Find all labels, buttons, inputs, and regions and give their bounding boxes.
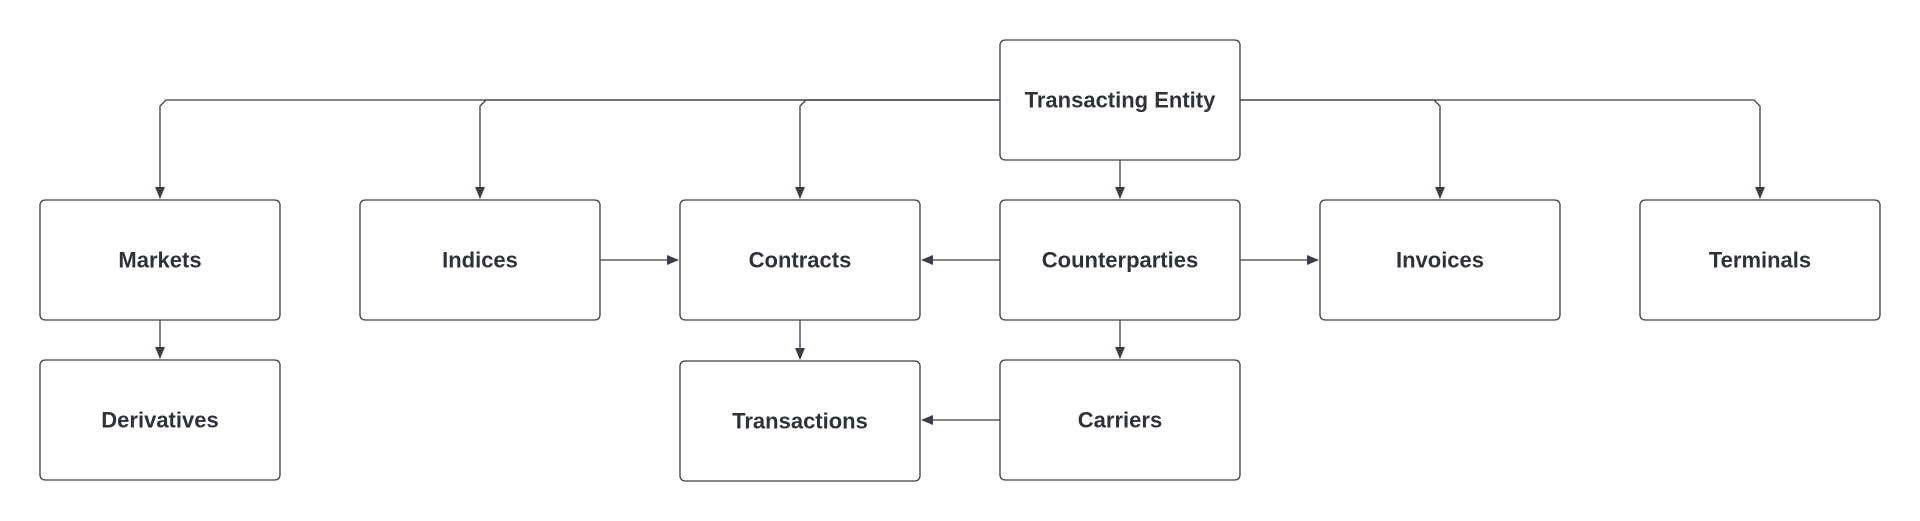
- node-box-derivatives: [39, 359, 281, 481]
- node-label-invoices: Invoices: [1396, 248, 1484, 273]
- node-invoices[interactable]: Invoices: [1319, 199, 1561, 321]
- node-label-transactions: Transactions: [732, 409, 868, 434]
- node-box-invoices: [1319, 199, 1561, 321]
- arrow-transacting-entity-to-invoices: [1240, 99, 1445, 199]
- node-carriers[interactable]: Carriers: [999, 359, 1241, 481]
- node-label-terminals: Terminals: [1709, 248, 1811, 273]
- node-box-transactions: [679, 360, 921, 482]
- node-markets[interactable]: Markets: [39, 199, 281, 321]
- edges: [155, 99, 1765, 425]
- node-label-derivatives: Derivatives: [101, 408, 218, 433]
- node-counterparties[interactable]: Counterparties: [999, 199, 1241, 321]
- node-box-carriers: [999, 359, 1241, 481]
- arrow-transacting-entity-to-contracts: [795, 99, 1000, 199]
- node-box-counterparties: [999, 199, 1241, 321]
- node-label-transacting-entity: Transacting Entity: [1025, 88, 1216, 113]
- node-contracts[interactable]: Contracts: [679, 199, 921, 321]
- arrow-transacting-entity-to-indices: [475, 99, 1000, 199]
- node-label-counterparties: Counterparties: [1042, 248, 1198, 273]
- arrow-transacting-entity-to-terminals: [1240, 99, 1765, 199]
- node-label-markets: Markets: [118, 248, 201, 273]
- node-indices[interactable]: Indices: [359, 199, 601, 321]
- node-box-terminals: [1639, 199, 1881, 321]
- node-label-indices: Indices: [442, 248, 518, 273]
- node-transactions[interactable]: Transactions: [679, 360, 921, 482]
- node-box-indices: [359, 199, 601, 321]
- node-label-contracts: Contracts: [749, 248, 852, 273]
- node-box-transacting-entity: [999, 39, 1241, 161]
- node-transacting-entity[interactable]: Transacting Entity: [999, 39, 1241, 161]
- node-box-markets: [39, 199, 281, 321]
- node-label-carriers: Carriers: [1078, 408, 1162, 433]
- node-box-contracts: [679, 199, 921, 321]
- arrow-transacting-entity-to-markets: [155, 99, 1000, 199]
- node-derivatives[interactable]: Derivatives: [39, 359, 281, 481]
- node-terminals[interactable]: Terminals: [1639, 199, 1881, 321]
